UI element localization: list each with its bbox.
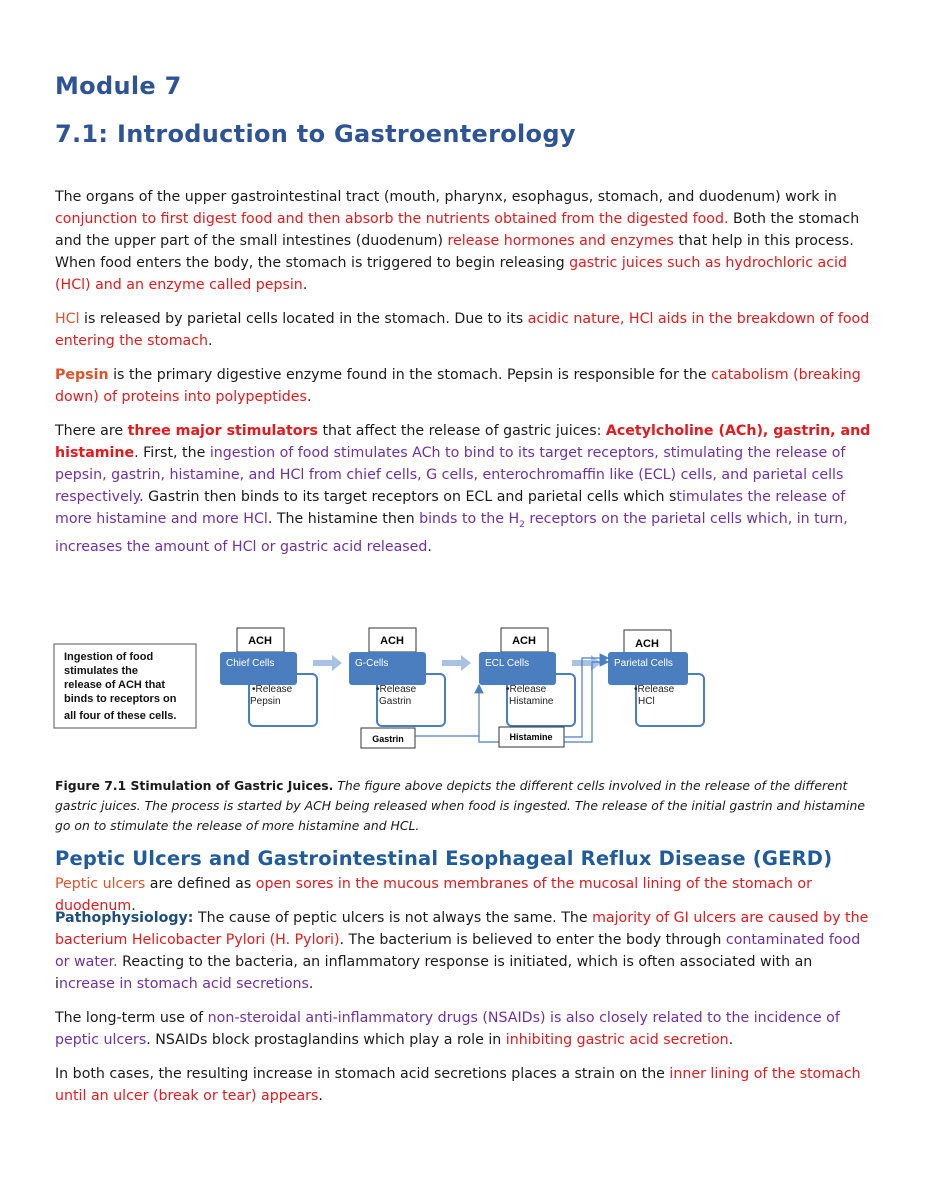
purple-text: ncrease in stomach acid secretions (58, 976, 309, 992)
text-run: . The bacterium is believed to enter the… (339, 932, 726, 948)
text-run: . NSAIDs block prostaglandins which play… (146, 1032, 506, 1048)
purple-text: timulates the release of more histamine … (55, 489, 846, 527)
pud-heading: Peptic Ulcers and Gastrointestinal Esoph… (55, 847, 833, 870)
highlight-text: Acetylcholine (ACh), gastrin, and histam… (55, 423, 871, 461)
highlight-text: open sores in the mucous membranes of th… (55, 876, 812, 914)
gastrin-box: Gastrin (360, 727, 416, 749)
text-run: is released by parietal cells located in… (79, 311, 528, 327)
term-text: Pathophysiology: (55, 910, 194, 926)
histamine-box: Histamine (498, 726, 565, 748)
cell-title: G-Cells (355, 658, 388, 669)
ingestion-note-box: Ingestion of food stimulates the release… (53, 643, 197, 729)
conclusion-paragraph: In both cases, the resulting increase in… (55, 1063, 875, 1107)
purple-text: contaminated food or water. (55, 932, 861, 970)
text-run: . (208, 333, 213, 349)
cell-title: Chief Cells (226, 658, 274, 669)
cell-title: Parietal Cells (614, 658, 673, 669)
text-run: that help in this process. When food ent… (55, 233, 854, 271)
ach-label: ACH (512, 635, 536, 647)
caption-bold: Figure 7.1 Stimulation of Gastric Juices… (55, 778, 334, 793)
histamine-to-parietal-arrow (564, 653, 610, 738)
text-run: . (728, 1032, 734, 1048)
text-run: There are (55, 423, 128, 439)
flow-arrow (442, 655, 471, 671)
term-text: Peptic ulcers (55, 876, 146, 892)
ach-label: ACH (380, 635, 404, 647)
text-run: . (302, 277, 308, 293)
cell-line: •Release (252, 684, 293, 695)
highlight-text: acidic nature, HCl aids in the breakdown… (55, 311, 870, 349)
parietal-cells-node: ACH Parietal Cells •Release HCl (608, 629, 705, 727)
text-run: Both the stomach and the upper part of t… (55, 211, 860, 249)
hcl-paragraph: HCl is released by parietal cells locate… (55, 308, 875, 352)
flow-arrow (572, 655, 601, 671)
pepsin-paragraph: Pepsin is the primary digestive enzyme f… (55, 364, 875, 408)
text-run: . (427, 538, 432, 555)
cell-line: Gastrin (379, 696, 411, 707)
note-line: Ingestion of food (64, 651, 153, 663)
text-run: . (306, 389, 312, 405)
module-title: Module 7 (55, 72, 182, 100)
note-line: release of ACH that (64, 679, 165, 691)
gastrin-label: Gastrin (372, 734, 404, 744)
highlight-text: conjunction to first digest food and the… (55, 211, 729, 227)
ach-label: ACH (635, 638, 659, 650)
text-run: Reacting to the bacteria, an inflammator… (55, 954, 813, 992)
cell-line: Pepsin (250, 696, 281, 707)
term-text: HCl (55, 311, 80, 327)
text-run: is the primary digestive enzyme found in… (108, 367, 712, 383)
ach-label: ACH (248, 635, 272, 647)
text-run: The organs of the upper gastrointestinal… (55, 189, 837, 205)
highlight-text: inhibiting gastric acid secretion (505, 1032, 729, 1048)
g-cells-node: ACH G-Cells •Release Gastrin (349, 627, 446, 727)
note-line: stimulates the (64, 665, 138, 677)
note-line: binds to receptors on (64, 693, 177, 705)
cell-line: •Release (506, 684, 547, 695)
gastrin-to-parietal-arrow (478, 657, 610, 743)
caption-text: The figure above depicts the different c… (55, 778, 865, 833)
gastric-stimulation-figure: Ingestion of food stimulates the release… (53, 627, 705, 749)
highlight-text: catabolism (breaking down) of proteins i… (55, 367, 861, 405)
cell-title: ECL Cells (485, 658, 529, 669)
purple-text: receptors on the parietal cells which, i… (55, 511, 848, 555)
section-title: 7.1: Introduction to Gastroenterology (55, 120, 576, 148)
text-run: . The histamine then (267, 511, 420, 527)
purple-text: ingestion of food stimulates ACh to bind… (55, 445, 846, 505)
text-run: . (131, 898, 136, 914)
text-run: . First, the (134, 445, 210, 461)
text-run: . Gastrin then binds to its target recep… (139, 489, 677, 505)
pathophysiology-paragraph: Pathophysiology: The cause of peptic ulc… (55, 907, 875, 995)
text-run: In both cases, the resulting increase in… (55, 1066, 670, 1082)
stimulators-paragraph: There are three major stimulators that a… (55, 420, 875, 558)
chief-cells-node: ACH Chief Cells •Release Pepsin (220, 627, 318, 727)
intro-paragraph: The organs of the upper gastrointestinal… (55, 186, 875, 296)
flow-arrow (313, 655, 342, 671)
highlight-text: inner lining of the stomach until an ulc… (55, 1066, 861, 1104)
cell-line: •Release (634, 684, 675, 695)
cell-line: Histamine (509, 696, 554, 707)
text-run: . (308, 976, 314, 992)
term-text: Pepsin (55, 367, 109, 383)
text-run: The cause of peptic ulcers is not always… (193, 910, 593, 926)
cell-line: •Release (376, 684, 417, 695)
purple-text: non-steroidal anti-inflammatory drugs (N… (55, 1010, 840, 1048)
highlight-text: gastric juices such as hydrochloric acid… (55, 255, 847, 293)
text-run: are defined as (145, 876, 256, 892)
text-run: The long-term use of (55, 1010, 208, 1026)
highlight-text: three major stimulators (127, 423, 318, 439)
nsaid-paragraph: The long-term use of non-steroidal anti-… (55, 1007, 875, 1051)
purple-text: binds to the H (419, 511, 520, 527)
text-run: that affect the release of gastric juice… (317, 423, 606, 439)
cell-line: HCl (638, 696, 655, 707)
ecl-cells-node: ACH ECL Cells •Release Histamine (479, 627, 576, 727)
highlight-text: majority of GI ulcers are caused by the … (55, 910, 869, 948)
text-run: . (318, 1088, 323, 1104)
subscript: 2 (519, 519, 525, 530)
peptic-ulcer-definition: Peptic ulcers are defined as open sores … (55, 873, 875, 917)
figure-caption: Figure 7.1 Stimulation of Gastric Juices… (55, 776, 875, 836)
highlight-text: release hormones and enzymes (447, 233, 674, 249)
histamine-label: Histamine (509, 732, 552, 742)
note-line: all four of these cells. (64, 710, 176, 722)
